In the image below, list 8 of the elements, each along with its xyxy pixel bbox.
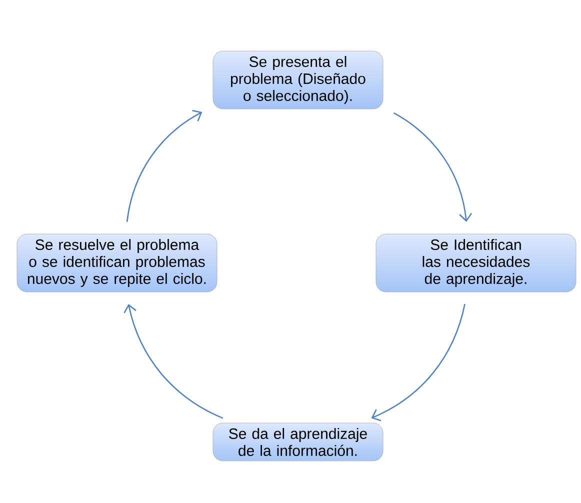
arrow xyxy=(124,304,224,419)
arrow xyxy=(393,112,472,222)
process-box: Se resuelve el problema o se identifican problemas nuevos y se repite el ciclo. xyxy=(16,234,218,292)
process-box: Se Identifican las necesidades de aprendizaje. xyxy=(376,234,576,292)
arrow xyxy=(126,110,202,222)
process-box: Se presenta el problema (Diseñado o seleccionado). xyxy=(212,50,384,110)
process-box: Se da el aprendizaje de la información. xyxy=(212,422,384,462)
arrow xyxy=(371,304,466,422)
